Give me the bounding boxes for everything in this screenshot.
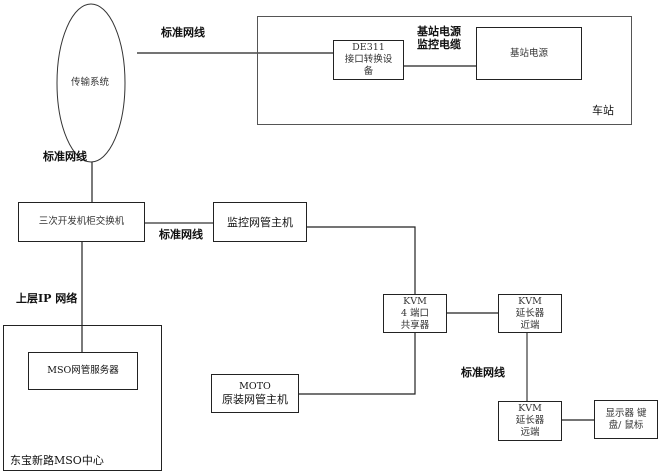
line-monitor-kvm bbox=[306, 226, 416, 294]
edge-label-switch-monitor: 标准网线 bbox=[159, 228, 203, 241]
display-line2: 盘/ 鼠标 bbox=[608, 419, 644, 431]
base-power-node[interactable]: 基站电源 bbox=[476, 27, 582, 80]
edge-label-trans-switch: 标准网线 bbox=[43, 150, 87, 163]
monitor-host-node[interactable]: 监控网管主机 bbox=[213, 202, 307, 242]
moto-line1: MOTO bbox=[239, 381, 271, 392]
kvm-share-line2: 4 端口 bbox=[400, 307, 430, 319]
kvm-share-line1: KVM bbox=[403, 295, 427, 307]
de311-converter-node[interactable]: DE311 接口转换设 备 bbox=[333, 40, 404, 80]
kvm-near-line1: KVM bbox=[518, 295, 542, 307]
station-frame bbox=[257, 16, 632, 125]
de311-line3: 备 bbox=[363, 66, 374, 77]
display-line1: 显示器 键 bbox=[605, 407, 647, 419]
base-power-label: 基站电源 bbox=[509, 47, 548, 59]
station-label: 车站 bbox=[592, 104, 614, 117]
kvm-share-line3: 共享器 bbox=[400, 319, 430, 331]
monitor-host-label: 监控网管主机 bbox=[227, 215, 293, 229]
kvm-near-line3: 近端 bbox=[520, 319, 540, 331]
switch-node[interactable]: 三次开发机柜交换机 bbox=[18, 202, 145, 242]
switch-label: 三次开发机柜交换机 bbox=[38, 216, 125, 227]
transmission-system-label: 传输系统 bbox=[71, 77, 110, 88]
edge-label-kvm-near-far: 标准网线 bbox=[461, 366, 505, 379]
edge-label-power-cable-2: 监控电缆 bbox=[417, 38, 461, 51]
line-kvm-moto bbox=[298, 332, 416, 395]
mso-center-label: 东宝新路MSO中心 bbox=[10, 454, 104, 467]
display-keyboard-mouse-node[interactable]: 显示器 键 盘/ 鼠标 bbox=[594, 400, 658, 439]
transmission-ellipse bbox=[56, 3, 126, 163]
kvm-share-node[interactable]: KVM 4 端口 共享器 bbox=[383, 294, 447, 333]
mso-center-frame bbox=[3, 325, 162, 471]
kvm-near-line2: 延长器 bbox=[515, 307, 545, 319]
kvm-far-line2: 延长器 bbox=[515, 415, 545, 426]
edge-label-trans-de311: 标准网线 bbox=[161, 26, 205, 39]
moto-host-node[interactable]: MOTO 原装网管主机 bbox=[211, 374, 299, 413]
de311-line1: DE311 bbox=[352, 42, 385, 53]
kvm-far-line3: 远端 bbox=[520, 427, 540, 438]
edge-label-power-cable-1: 基站电源 bbox=[417, 25, 461, 38]
kvm-far-line1: KVM bbox=[518, 403, 542, 414]
de311-line2: 接口转换设 bbox=[344, 54, 393, 65]
moto-line2: 原装网管主机 bbox=[222, 393, 288, 406]
kvm-far-node[interactable]: KVM 延长器 远端 bbox=[498, 401, 562, 441]
mso-server-node[interactable]: MSO网管服务器 bbox=[28, 352, 138, 390]
edge-label-switch-mso: 上层IP 网络 bbox=[16, 292, 78, 305]
kvm-near-node[interactable]: KVM 延长器 近端 bbox=[498, 294, 562, 333]
mso-server-label: MSO网管服务器 bbox=[47, 365, 119, 376]
